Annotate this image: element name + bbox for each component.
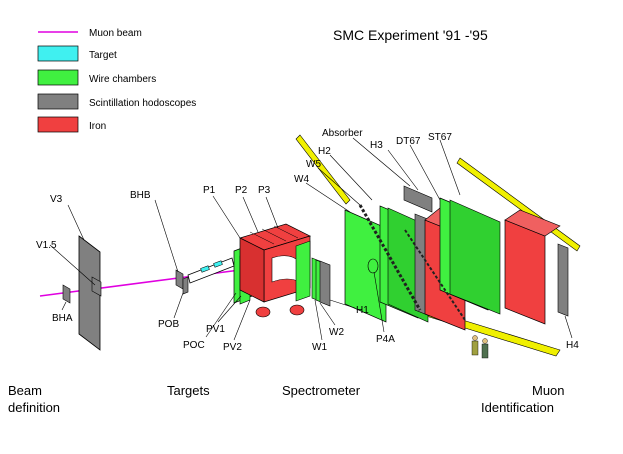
beam-definition-group [62,235,184,351]
magnet-coil-right [289,304,305,316]
label-poc: POC [183,340,205,351]
legend-swatch-hodoscopes [37,93,79,110]
label-v3: V3 [50,194,63,205]
label-w1: W1 [312,342,327,353]
legend-label-hodoscopes: Scintillation hodoscopes [89,98,196,109]
hodoscope-h4 [557,243,569,317]
legend-label-target: Target [89,50,117,61]
label-h4: H4 [566,340,579,351]
diagram-title: SMC Experiment '91 -'95 [333,27,488,43]
iron-wall-back [504,219,546,325]
detector-strip-1 [358,204,422,311]
support-rail-left [295,134,351,205]
section-beam-line1: Beam [8,383,42,398]
label-w4: W4 [294,174,309,185]
label-h2: H2 [318,146,331,157]
label-absorber: Absorber [322,128,363,139]
leader-lines [49,137,573,341]
people-scale-figures [471,335,489,359]
section-captions: Beam definition Targets Spectrometer Muo… [8,383,565,415]
chamber-p4a-hole [367,258,379,274]
section-muon-line2: Identification [481,400,554,415]
hodoscope-h3 [403,185,433,213]
chamber-dt67-back [449,199,501,315]
section-beam-line2: definition [8,400,60,415]
label-pv1: PV1 [206,324,225,335]
section-targets: Targets [167,383,210,398]
component-labels: V3 V1.5 BHA BHB POB POC PV1 PV2 P1 P2 P3… [36,128,579,353]
label-p2: P2 [235,185,248,196]
label-h3: H3 [370,140,383,151]
label-v15: V1.5 [36,240,57,251]
label-p1: P1 [203,185,216,196]
hodoscope-v3 [78,235,101,351]
targets-group [182,257,235,295]
target-cell-2 [213,260,223,268]
label-pob: POB [158,319,179,330]
muon-id-group [295,134,581,359]
section-spectrometer: Spectrometer [282,383,361,398]
legend-label-muon-beam: Muon beam [89,28,142,39]
legend-swatch-iron [37,116,79,133]
chamber-p2 [295,240,311,302]
magnet-coil-left [255,306,271,318]
spectrometer-group [233,223,331,318]
chamber-pob [182,276,189,295]
label-bhb: BHB [130,190,151,201]
label-w2: W2 [329,327,344,338]
detector-strip-2 [404,229,466,321]
label-p3: P3 [258,185,271,196]
magnet-side [239,237,265,303]
legend-swatch-wire-chambers [37,69,79,86]
label-p4a: P4A [376,334,395,345]
target-cryostat [187,257,235,284]
hodoscope-v15 [91,276,102,297]
label-pv2: PV2 [223,342,242,353]
hodoscope-bhb [175,269,184,290]
legend-label-wire-chambers: Wire chambers [89,74,156,85]
legend-label-iron: Iron [89,121,106,132]
label-st67: ST67 [428,132,452,143]
label-h1: H1 [356,305,369,316]
hodoscope-h1 [319,260,331,307]
section-muon-line1: Muon [532,383,565,398]
label-bha: BHA [52,313,73,324]
iron-wall-back-top [504,209,561,237]
legend: Muon beam Target Wire chambers Scintilla… [37,28,196,133]
chamber-p4a [344,209,387,323]
label-w5: W5 [306,159,321,170]
legend-swatch-target [37,45,79,62]
label-dt67: DT67 [396,136,421,147]
hodoscope-bha [62,284,71,304]
target-cell-1 [200,265,210,273]
